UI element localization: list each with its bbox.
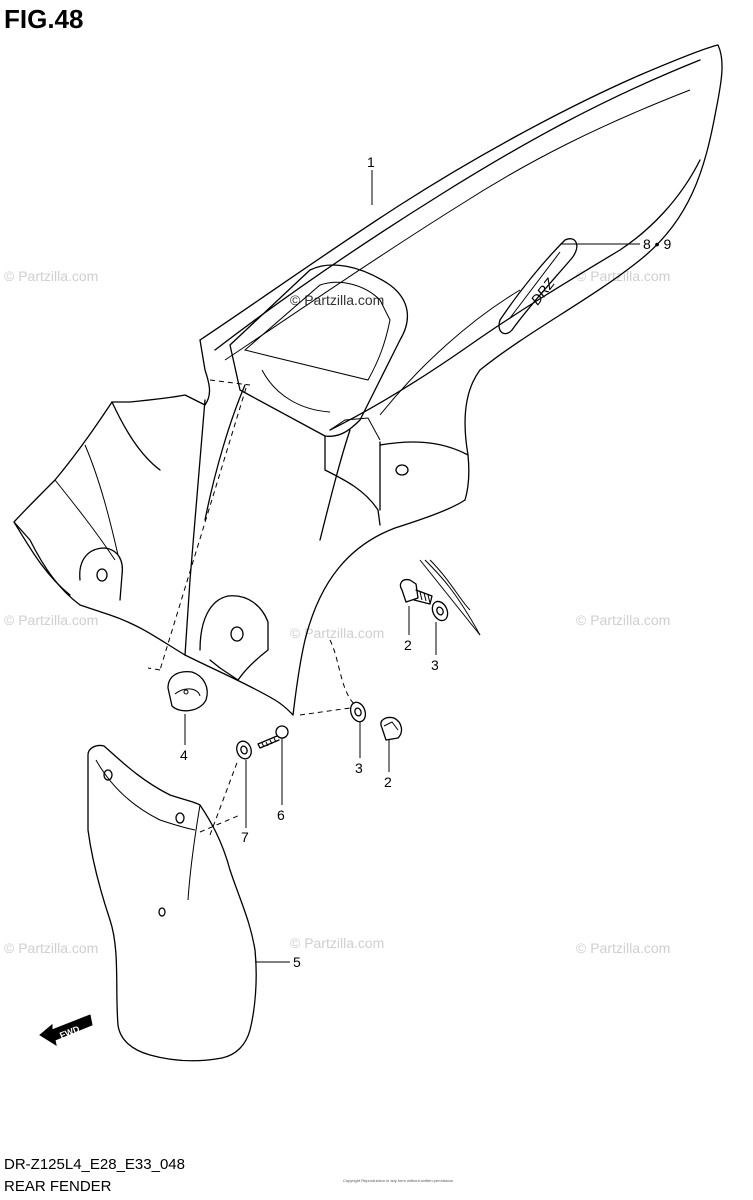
callout-1: 1 <box>367 154 375 170</box>
callout-5: 5 <box>293 954 301 970</box>
rear-fender-part-1[interactable] <box>13 44 723 716</box>
mud-flap-part-5[interactable] <box>87 744 257 1062</box>
callout-6: 6 <box>277 807 285 823</box>
grommet-part-4[interactable] <box>167 670 208 712</box>
figure-title: FIG.48 <box>4 4 84 34</box>
callout-8-9: 8 • 9 <box>643 236 671 252</box>
watermark: © Partzilla.com <box>290 625 385 641</box>
watermark: © Partzilla.com <box>4 940 99 956</box>
watermark: © Partzilla.com <box>290 935 385 951</box>
copyright-notice: Copyright Reproduction in any form witho… <box>342 1178 454 1183</box>
decal-part-8-9[interactable]: DRZ <box>498 238 578 335</box>
callout-2-upper: 2 <box>404 637 412 653</box>
diagram-name: REAR FENDER <box>4 1178 112 1195</box>
washer-part-3-lower[interactable] <box>348 700 368 724</box>
forward-direction-arrow: FWD <box>39 1014 93 1047</box>
callout-2-lower: 2 <box>384 774 392 790</box>
washer-part-7[interactable] <box>234 739 253 761</box>
washer-part-3-upper[interactable] <box>429 599 450 623</box>
watermark: © Partzilla.com <box>576 268 671 284</box>
watermark: © Partzilla.com <box>576 940 671 956</box>
diagram-code: DR-Z125L4_E28_E33_048 <box>4 1156 185 1173</box>
watermark: © Partzilla.com <box>4 612 99 628</box>
callout-3-upper: 3 <box>431 657 439 673</box>
watermark: © Partzilla.com <box>576 612 671 628</box>
screw-part-6[interactable] <box>257 725 289 749</box>
callout-labels: 1 8 • 9 2 3 4 3 2 7 6 5 <box>180 154 671 970</box>
watermark: © Partzilla.com <box>4 268 99 284</box>
callout-3-lower: 3 <box>355 760 363 776</box>
bolt-part-2-lower[interactable] <box>380 716 403 741</box>
callout-7: 7 <box>241 829 249 845</box>
leader-lines <box>184 170 640 963</box>
bolt-part-2-upper[interactable] <box>399 578 433 605</box>
watermark: © Partzilla.com <box>290 292 385 308</box>
callout-4: 4 <box>180 747 188 763</box>
